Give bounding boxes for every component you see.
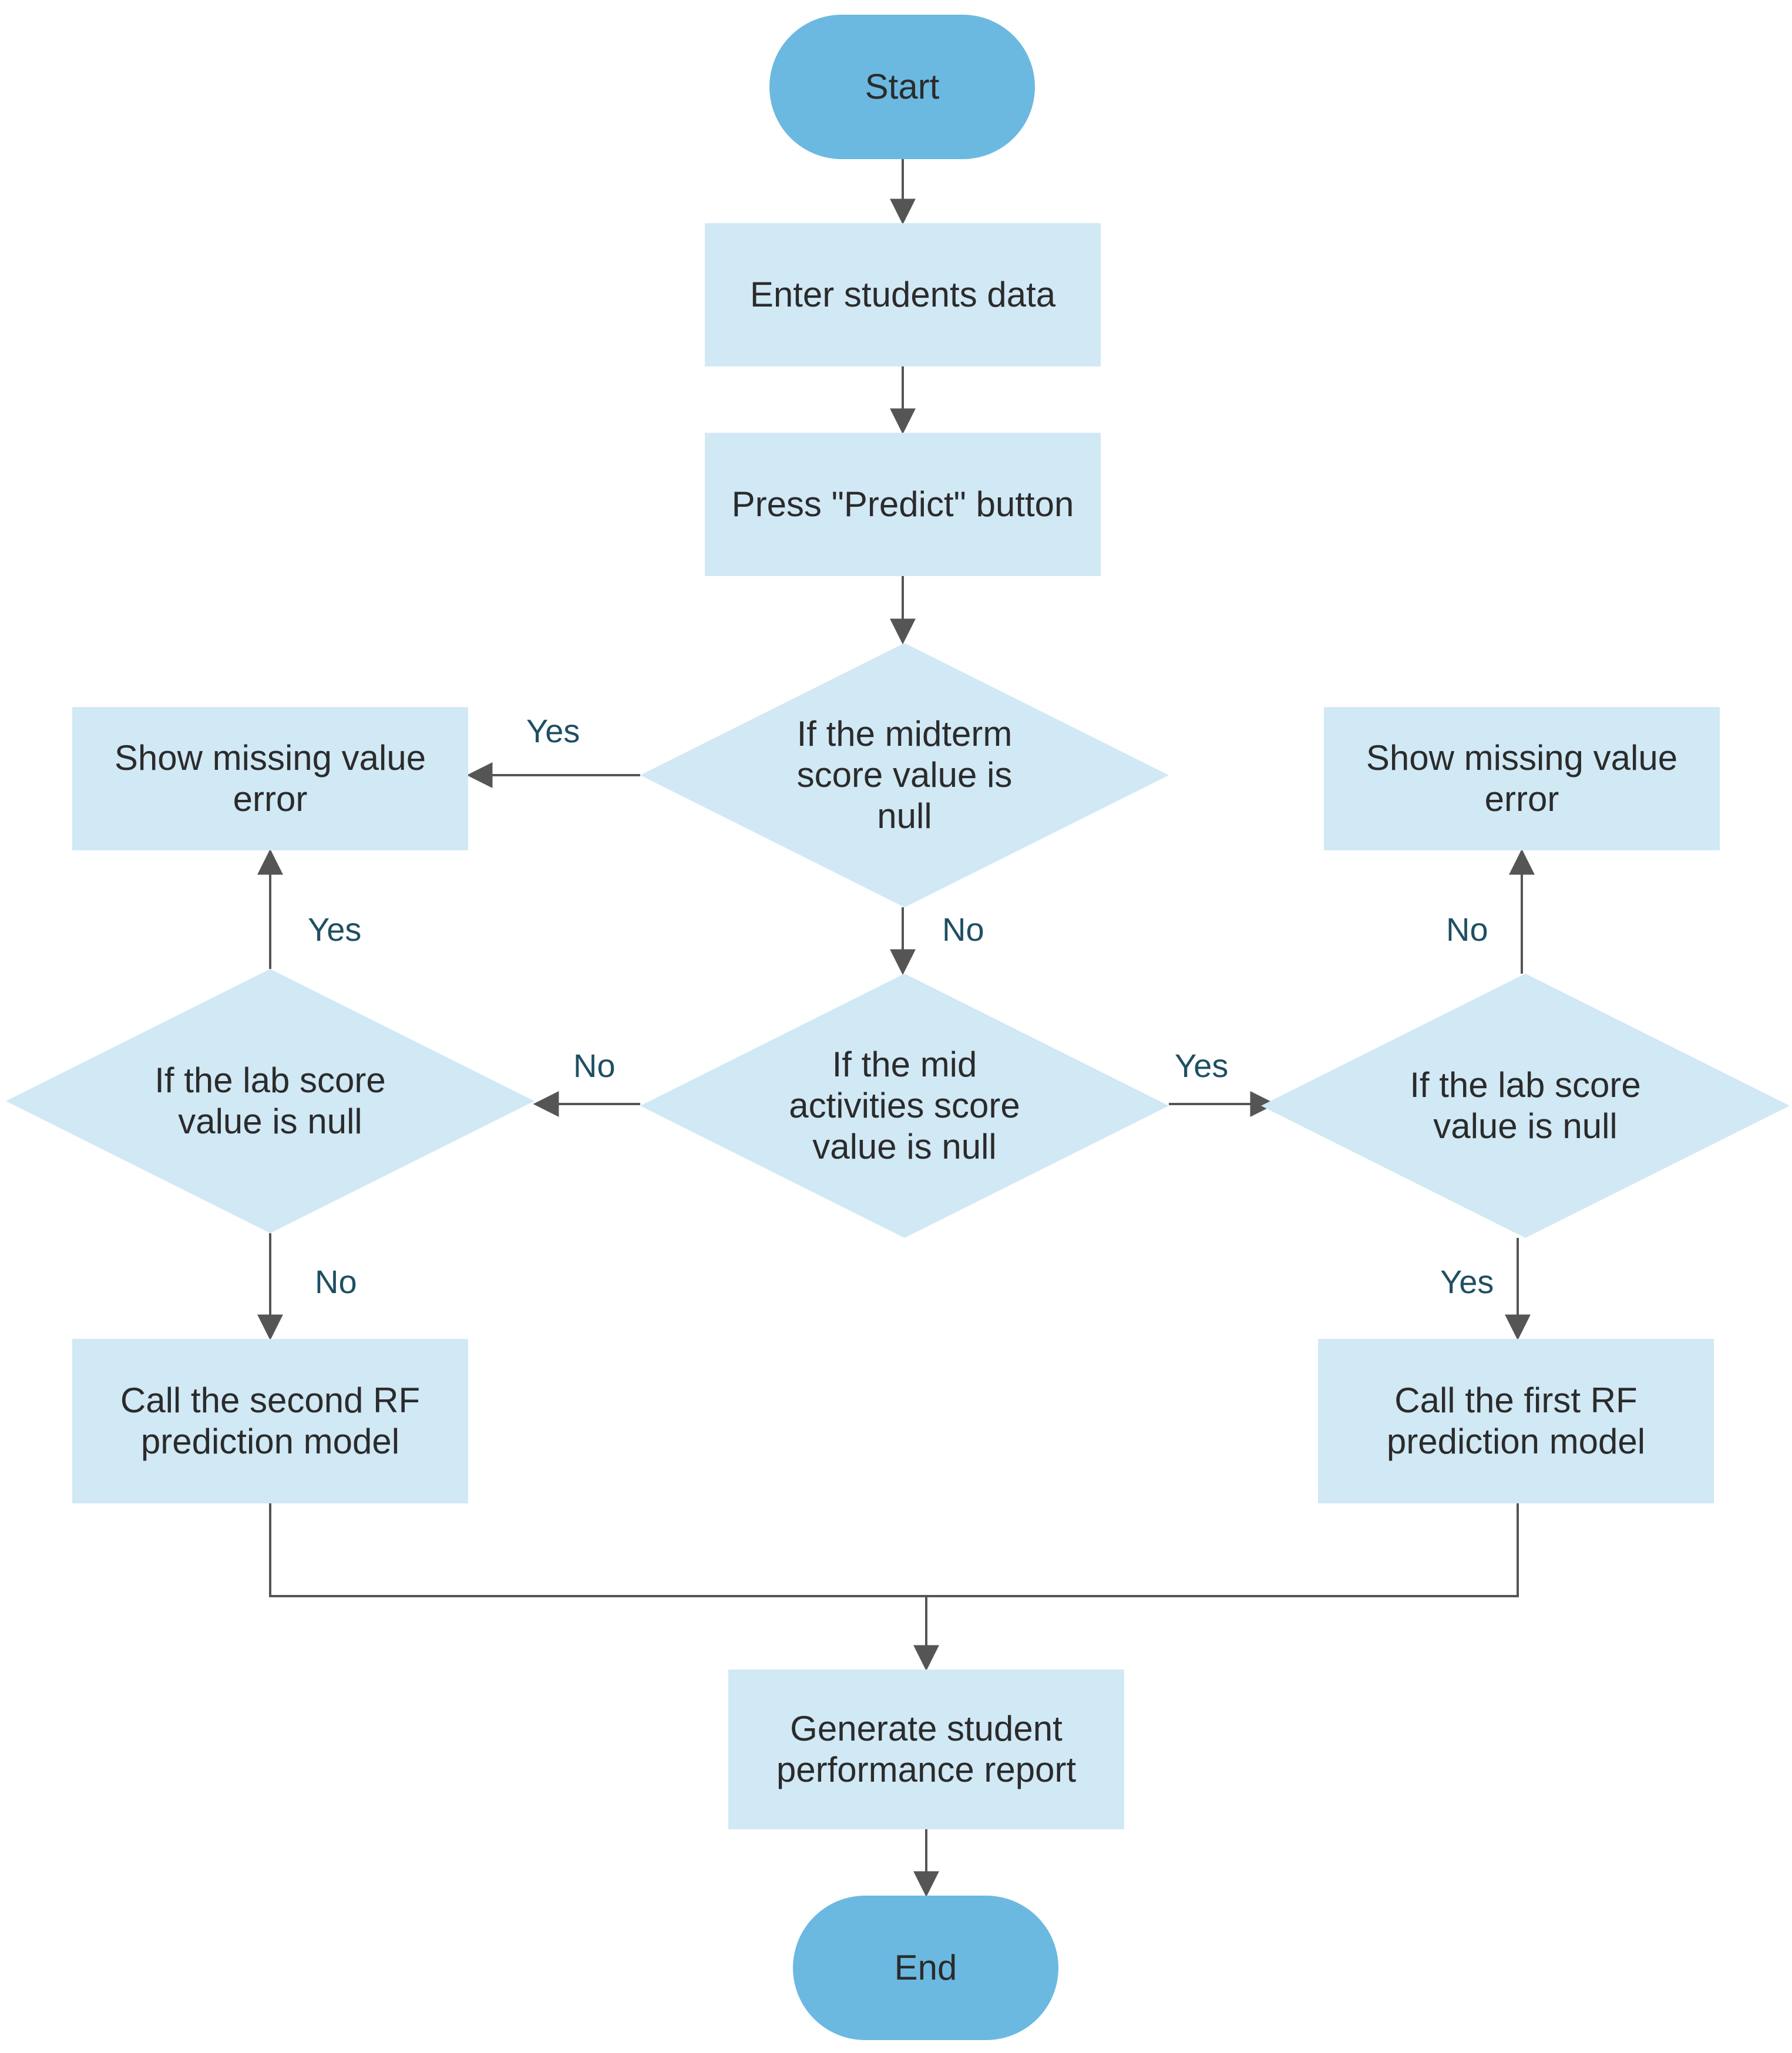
edge-first-rf-to-report xyxy=(926,1503,1519,1597)
second-rf-model-label: Call the second RF prediction model xyxy=(120,1381,421,1461)
start-terminal: Start xyxy=(769,15,1035,159)
edge-label-lab-right-no: No xyxy=(1446,911,1488,948)
edge-label-midterm-no: No xyxy=(942,911,984,948)
edge-label-mid-activities-no: No xyxy=(573,1047,616,1084)
midterm-null-decision: If the midterm score value is null xyxy=(640,643,1169,907)
midterm-null-label: If the midterm score value is null xyxy=(796,714,1013,836)
second-rf-model-step: Call the second RF prediction model xyxy=(72,1339,468,1503)
edge-second-rf-to-report xyxy=(269,1503,939,1671)
edge-label-mid-activities-yes: Yes xyxy=(1175,1047,1229,1084)
lab-null-right-label: If the lab score value is null xyxy=(1410,1065,1641,1146)
edge-label-lab-left-yes: Yes xyxy=(308,911,362,948)
end-terminal: End xyxy=(793,1896,1058,2040)
mid-activities-null-decision: If the mid activities score value is nul… xyxy=(640,974,1169,1238)
press-predict-step: Press "Predict" button xyxy=(705,433,1101,576)
edge-label-lab-left-no: No xyxy=(315,1263,357,1300)
start-label: Start xyxy=(865,67,940,106)
decision-shape xyxy=(640,974,1169,1238)
edge-label-midterm-yes: Yes xyxy=(526,712,580,749)
decision-shape xyxy=(6,969,534,1233)
lab-null-left-label: If the lab score value is null xyxy=(154,1061,386,1141)
end-label: End xyxy=(894,1948,957,1987)
missing-value-error-left: Show missing value error xyxy=(72,707,468,850)
mid-activities-null-label: If the mid activities score value is nul… xyxy=(789,1045,1020,1166)
press-predict-label: Press "Predict" button xyxy=(731,484,1074,524)
missing-value-error-right: Show missing value error xyxy=(1324,707,1720,850)
first-rf-model-step: Call the first RF prediction model xyxy=(1318,1339,1714,1503)
edge-label-lab-right-yes: Yes xyxy=(1440,1263,1494,1300)
lab-null-decision-right: If the lab score value is null xyxy=(1261,974,1790,1238)
enter-students-data-label: Enter students data xyxy=(749,275,1056,314)
enter-students-data-step: Enter students data xyxy=(705,223,1101,366)
lab-null-decision-left: If the lab score value is null xyxy=(6,969,534,1233)
missing-value-error-left-label: Show missing value error xyxy=(114,738,426,819)
decision-shape xyxy=(640,643,1169,907)
missing-value-error-right-label: Show missing value error xyxy=(1366,738,1678,819)
generate-report-step: Generate student performance report xyxy=(728,1670,1124,1829)
decision-shape xyxy=(1261,974,1790,1238)
first-rf-model-label: Call the first RF prediction model xyxy=(1386,1381,1646,1461)
generate-report-label: Generate student performance report xyxy=(776,1709,1077,1789)
